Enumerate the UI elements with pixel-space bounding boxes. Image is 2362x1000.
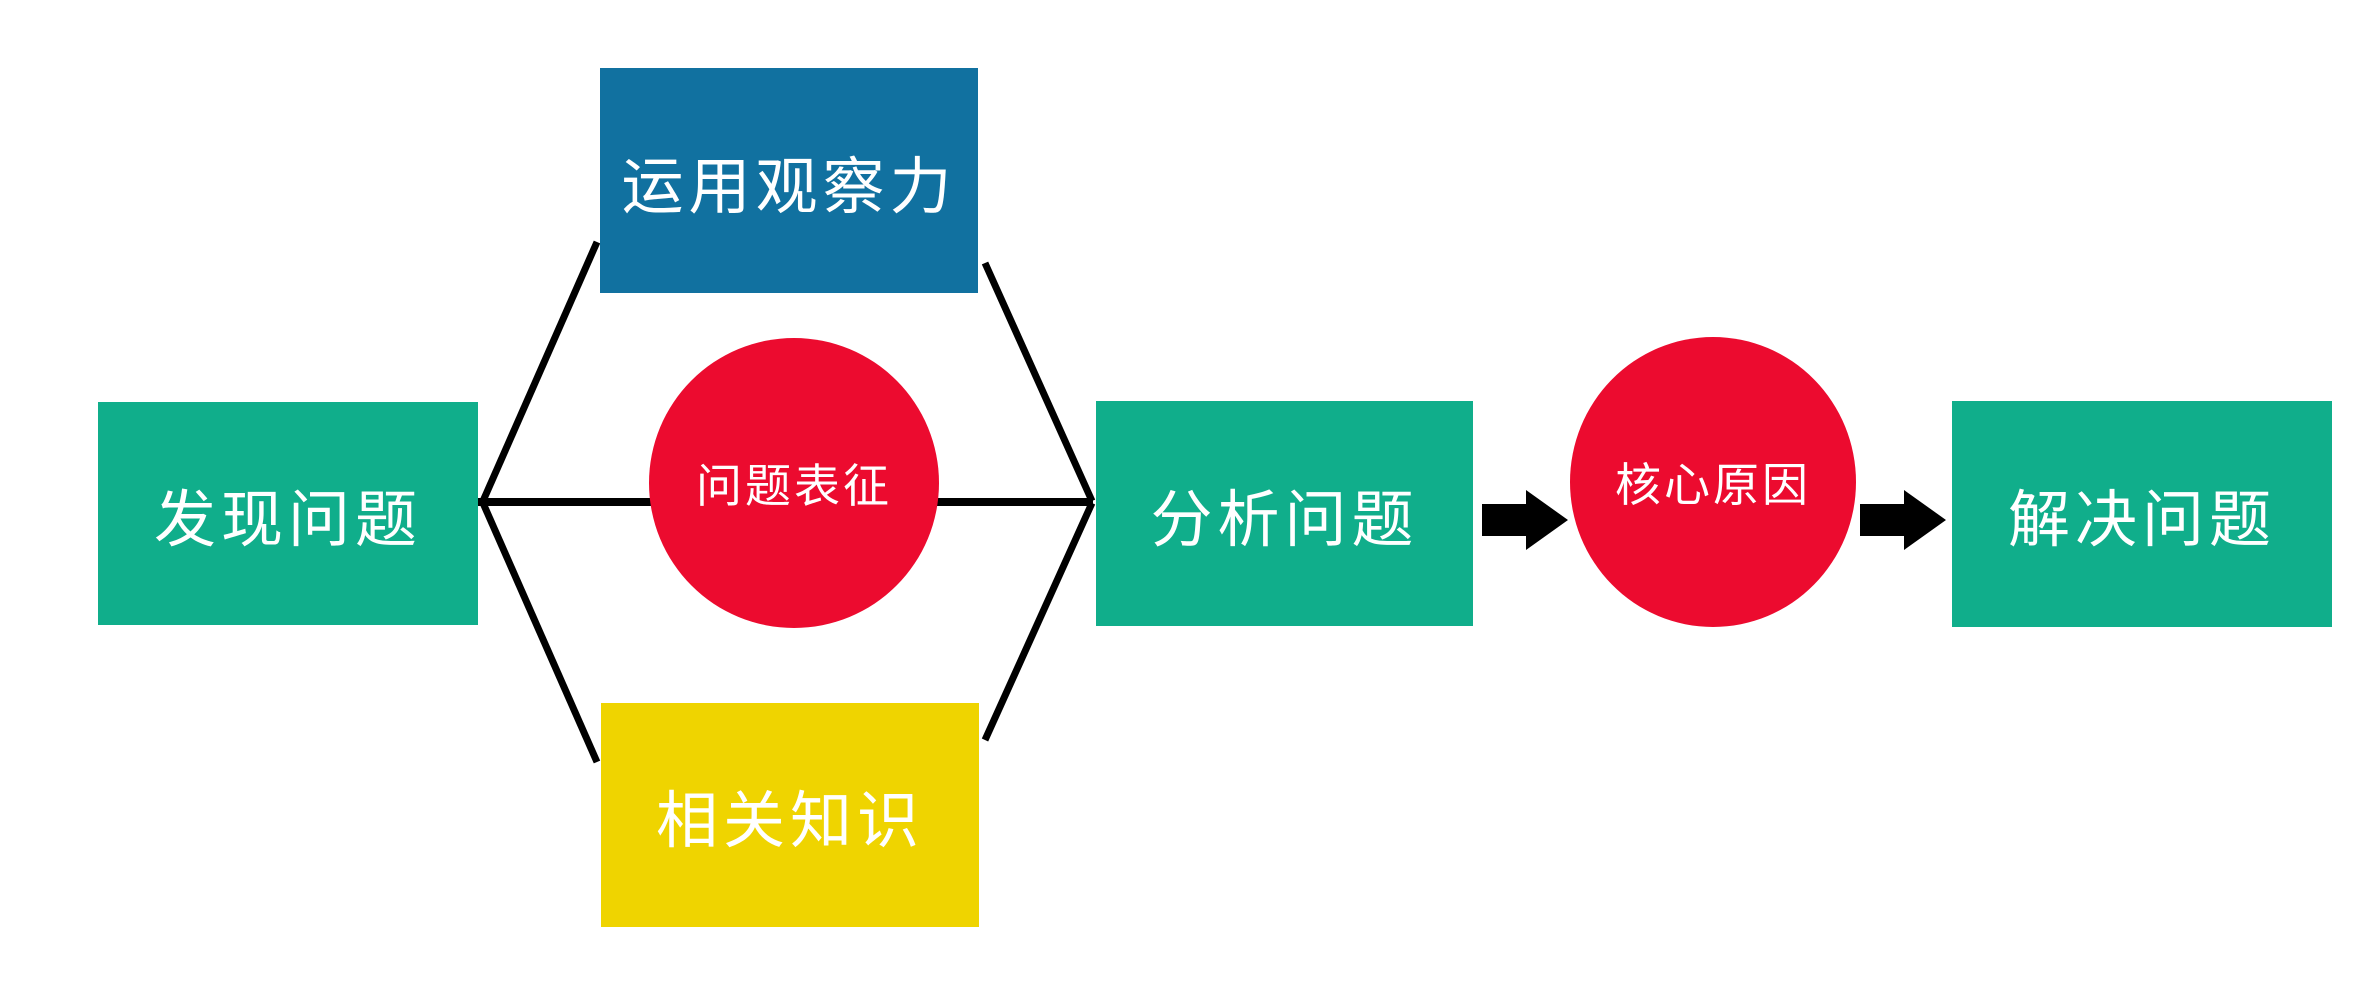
connector-line-up-right bbox=[981, 261, 1096, 503]
related-knowledge-box: 相关知识 bbox=[601, 703, 979, 927]
flow-arrow-icon bbox=[1482, 490, 1568, 550]
use-observation-label: 运用观察力 bbox=[621, 152, 957, 222]
solve-problem-box: 解决问题 bbox=[1952, 401, 2332, 627]
problem-representation-label: 问题表征 bbox=[696, 460, 892, 512]
core-cause-label: 核心原因 bbox=[1615, 459, 1811, 511]
related-knowledge-label: 相关知识 bbox=[655, 787, 924, 856]
use-observation-box: 运用观察力 bbox=[600, 68, 978, 293]
connector-line-down-right bbox=[981, 501, 1096, 742]
solve-problem-label: 解决问题 bbox=[2007, 486, 2276, 555]
discover-problem-box: 发现问题 bbox=[98, 402, 478, 625]
analyze-problem-box: 分析问题 bbox=[1096, 401, 1473, 626]
problem-representation-circle: 问题表征 bbox=[649, 338, 939, 628]
connector-line-down-left bbox=[479, 501, 601, 764]
discover-problem-label: 发现问题 bbox=[153, 485, 422, 555]
core-cause-circle: 核心原因 bbox=[1570, 337, 1856, 627]
connector-line-up-left bbox=[479, 240, 601, 503]
analyze-problem-label: 分析问题 bbox=[1150, 485, 1419, 555]
flow-arrow-icon bbox=[1860, 490, 1946, 550]
